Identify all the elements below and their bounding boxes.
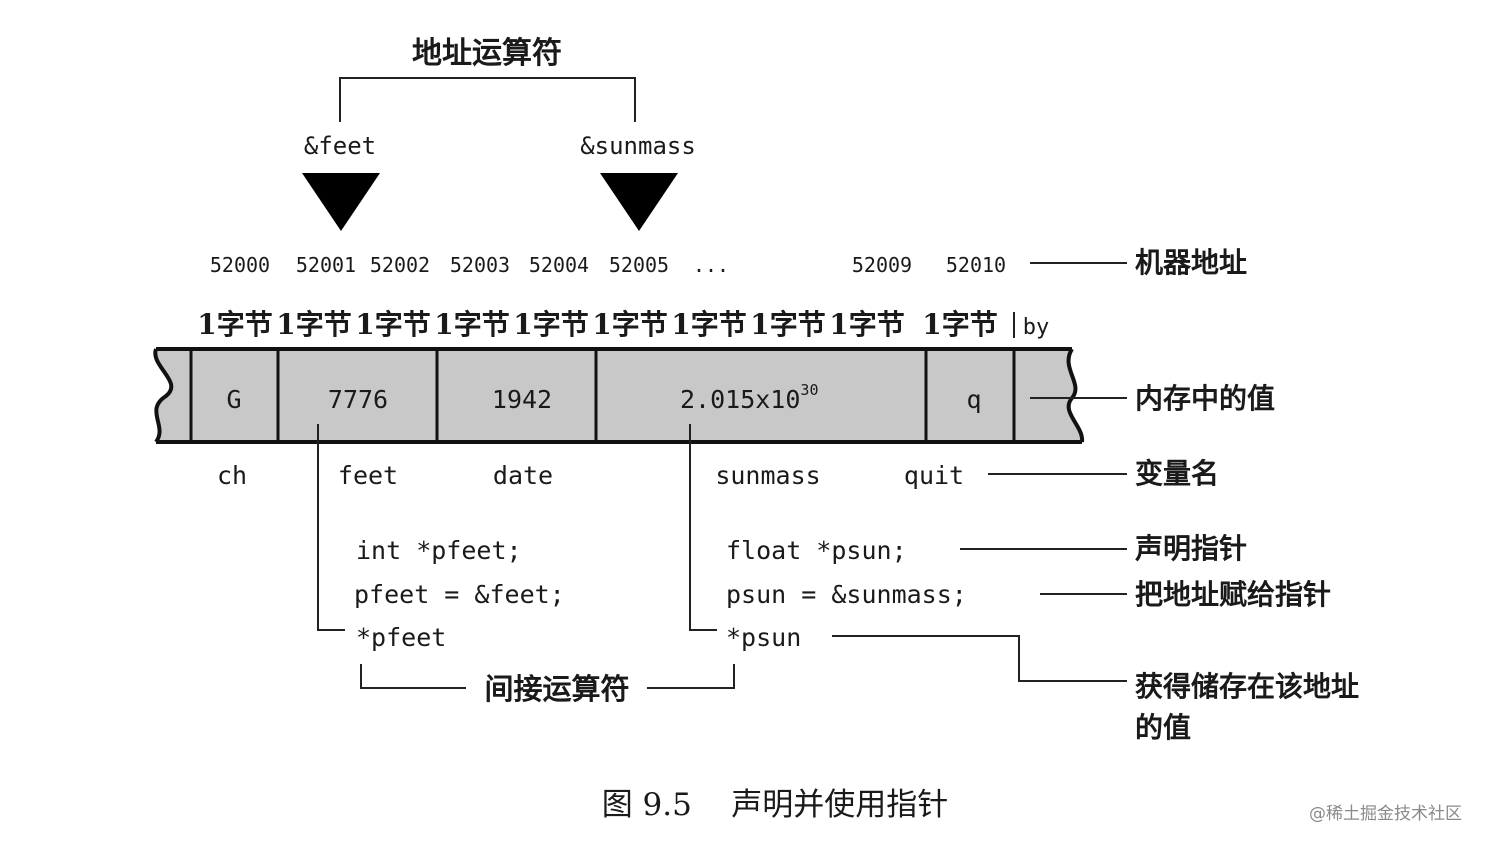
memory-value-feet: 7776 [328, 385, 388, 414]
memory-value-sunmass-base: 2.015x10 [680, 385, 800, 414]
figure-caption: 图 9.5 声明并使用指针 [602, 787, 949, 823]
byte-label: 1字节 [829, 308, 904, 341]
code-deref-psun: *psun [726, 623, 801, 652]
memory-strip-background [155, 349, 1083, 442]
byte-label: 1字节 [276, 308, 351, 341]
indirect-operator-bracket-left [360, 664, 466, 689]
indirect-operator-label: 间接运算符 [484, 672, 629, 706]
deref-line-sunmass [689, 424, 717, 631]
arrow-down-feet [302, 173, 380, 231]
leader-line-get-value [832, 635, 1127, 682]
memory-strip [153, 347, 1085, 444]
address-operator-title: 地址运算符 [412, 36, 562, 71]
address-label: 52000 [210, 253, 270, 277]
side-label-get-value-line2: 的值 [1135, 711, 1191, 744]
arrow-down-sunmass [600, 173, 678, 231]
byte-label: 1字节 [434, 308, 509, 341]
variable-name-ch: ch [217, 461, 247, 490]
address-label: 52010 [946, 253, 1006, 277]
memory-value-quit: q [966, 385, 981, 414]
address-operand-feet: &feet [304, 132, 376, 160]
byte-label: 1字节 [355, 308, 430, 341]
variable-name-feet: feet [338, 461, 398, 490]
address-label: 52004 [529, 253, 589, 277]
byte-label: 1字节 [750, 308, 825, 341]
address-ellipsis: ... [693, 253, 729, 277]
byte-label: 1字节 [671, 308, 746, 341]
memory-value-sunmass: 2.015x1030 [680, 381, 818, 414]
byte-label: 1字节 [197, 308, 272, 341]
byte-label: 1字节 [592, 308, 667, 341]
side-label-declare-pointer: 声明指针 [1135, 532, 1247, 565]
side-label-machine-address: 机器地址 [1135, 246, 1247, 279]
variable-name-date: date [493, 461, 553, 490]
variable-name-quit: quit [904, 461, 964, 490]
address-label: 52001 [296, 253, 356, 277]
memory-value-date: 1942 [492, 385, 552, 414]
code-deref-pfeet: *pfeet [356, 623, 446, 652]
address-label: 52003 [450, 253, 510, 277]
address-label: 52009 [852, 253, 912, 277]
code-declare-pfeet: int *pfeet; [356, 536, 522, 565]
code-assign-pfeet: pfeet = &feet; [354, 580, 565, 609]
side-label-assign-address: 把地址赋给指针 [1135, 578, 1331, 611]
byte-label: 1字节 [922, 308, 997, 341]
address-label: 52002 [370, 253, 430, 277]
byte-label: 1字节 [513, 308, 588, 341]
address-operator-bracket [339, 77, 636, 122]
address-operand-sunmass: &sunmass [580, 132, 696, 160]
memory-value-sunmass-exponent: 30 [800, 381, 818, 399]
side-label-memory-value: 内存中的值 [1135, 382, 1275, 415]
deref-line-feet [317, 424, 345, 631]
code-declare-psun: float *psun; [726, 536, 907, 565]
watermark: @稀土掘金技术社区 [1309, 804, 1462, 824]
variable-name-sunmass: sunmass [715, 461, 820, 490]
address-label: 52005 [609, 253, 669, 277]
byte-label-cut: by [1023, 315, 1050, 340]
memory-value-ch: G [226, 385, 241, 414]
indirect-operator-bracket-right [647, 664, 735, 689]
side-label-variable-name: 变量名 [1135, 457, 1219, 490]
code-assign-psun: psun = &sunmass; [726, 580, 967, 609]
side-label-get-value-line1: 获得储存在该地址 [1135, 670, 1359, 703]
